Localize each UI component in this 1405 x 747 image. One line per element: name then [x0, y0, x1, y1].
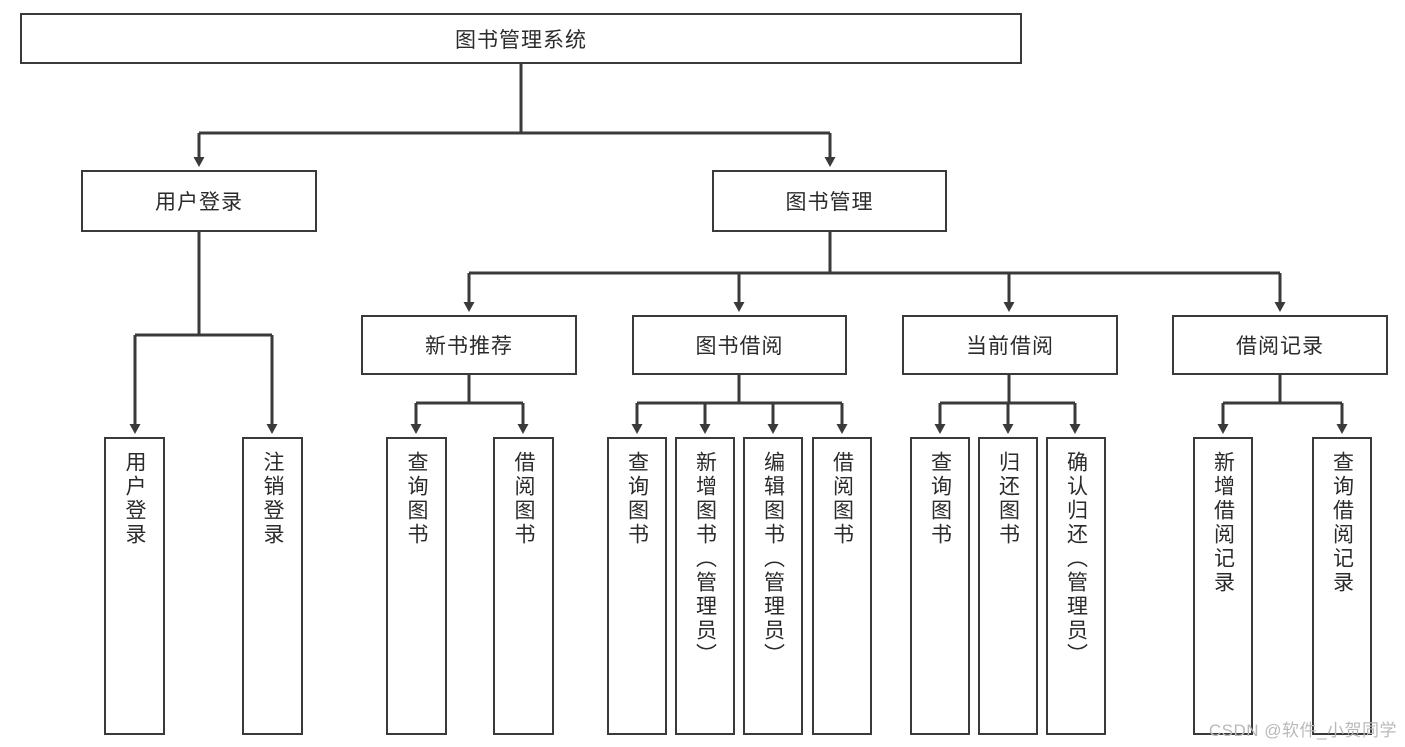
node-book-borrow-label: 图书借阅 [695, 335, 784, 358]
leaf-borrow-book-0-label: 查询图书 [625, 451, 649, 547]
node-new-book-recommend[interactable]: 新书推荐 [361, 315, 577, 375]
leaf-current-borrow-0-label: 查询图书 [928, 451, 952, 547]
node-book-borrow[interactable]: 图书借阅 [632, 315, 847, 375]
leaf-new-book-1-label: 借阅图书 [512, 451, 535, 547]
node-new-book-recommend-label: 新书推荐 [425, 335, 513, 358]
node-current-borrow[interactable]: 当前借阅 [902, 315, 1118, 375]
node-root[interactable]: 图书管理系统 [20, 13, 1022, 64]
node-book-management[interactable]: 图书管理 [712, 170, 947, 232]
leaf-new-book-1[interactable]: 借阅图书 [493, 437, 554, 735]
node-user-login[interactable]: 用户登录 [81, 170, 317, 232]
node-user-login-label: 用户登录 [155, 191, 243, 214]
leaf-current-borrow-0[interactable]: 查询图书 [910, 437, 970, 735]
leaf-current-borrow-2-label: 确认归还（管理员） [1064, 451, 1088, 667]
leaf-user-login-0-label: 用户登录 [123, 451, 146, 547]
leaf-borrow-record-1[interactable]: 查询借阅记录 [1312, 437, 1372, 735]
leaf-new-book-0[interactable]: 查询图书 [386, 437, 447, 735]
leaf-current-borrow-2[interactable]: 确认归还（管理员） [1046, 437, 1106, 735]
leaf-new-book-0-label: 查询图书 [405, 451, 428, 547]
node-book-management-label: 图书管理 [785, 191, 874, 214]
leaf-borrow-record-0-label: 新增借阅记录 [1211, 451, 1235, 595]
leaf-borrow-book-1[interactable]: 新增图书（管理员） [675, 437, 735, 735]
leaf-user-login-1[interactable]: 注销登录 [242, 437, 303, 735]
leaf-current-borrow-1[interactable]: 归还图书 [978, 437, 1038, 735]
leaf-user-login-1-label: 注销登录 [261, 451, 284, 547]
leaf-current-borrow-1-label: 归还图书 [996, 451, 1020, 547]
leaf-borrow-record-1-label: 查询借阅记录 [1330, 451, 1354, 595]
leaf-borrow-book-0[interactable]: 查询图书 [607, 437, 667, 735]
leaf-borrow-book-3-label: 借阅图书 [830, 451, 854, 547]
watermark: CSDN @软件_小贺同学 [1208, 721, 1397, 740]
node-borrow-record-label: 借阅记录 [1236, 335, 1324, 358]
leaf-user-login-0[interactable]: 用户登录 [104, 437, 165, 735]
leaf-borrow-record-0[interactable]: 新增借阅记录 [1193, 437, 1253, 735]
leaf-borrow-book-1-label: 新增图书（管理员） [693, 451, 717, 667]
leaf-borrow-book-2-label: 编辑图书（管理员） [761, 451, 785, 667]
leaf-borrow-book-2[interactable]: 编辑图书（管理员） [743, 437, 803, 735]
node-borrow-record[interactable]: 借阅记录 [1172, 315, 1388, 375]
leaf-borrow-book-3[interactable]: 借阅图书 [812, 437, 872, 735]
node-current-borrow-label: 当前借阅 [966, 335, 1054, 358]
node-root-label: 图书管理系统 [455, 28, 587, 52]
